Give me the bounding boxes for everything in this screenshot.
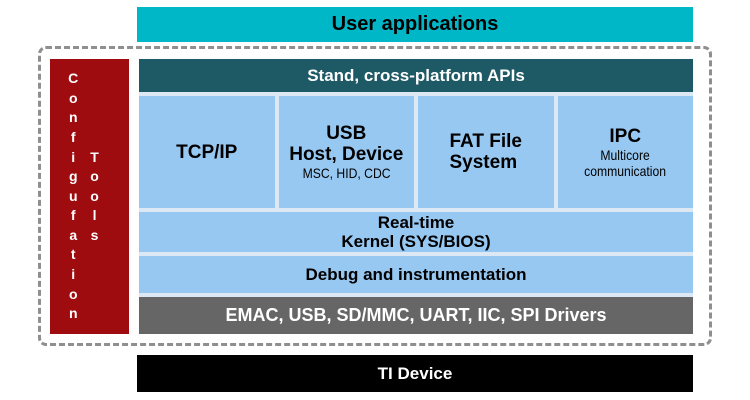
ipc-title: IPC: [609, 125, 642, 147]
ti-device-bar: TI Device: [137, 355, 693, 392]
fat-title-line1: FAT File: [449, 131, 522, 152]
ipc-detail-block: Multicore communication: [584, 147, 666, 179]
middleware-box-ipc: IPC Multicore communication: [557, 96, 693, 208]
apis-bar-label: Stand, cross-platform APIs: [307, 65, 525, 85]
user-applications-bar: User applications: [137, 7, 693, 42]
tcpip-label: TCP/IP: [176, 141, 238, 163]
usb-detail: MSC, HID, CDC: [302, 165, 391, 181]
ipc-detail-line1: Multicore: [600, 146, 650, 163]
user-applications-label: User applications: [331, 13, 499, 35]
fat-label-block: FAT File System: [450, 131, 522, 173]
debug-bar: Debug and instrumentation: [139, 256, 693, 293]
sdk-dashed-frame: [38, 46, 712, 346]
kernel-bar: Real-time Kernel (SYS/BIOS): [139, 212, 693, 252]
software-stack: Stand, cross-platform APIs TCP/IP USB Ho…: [139, 59, 693, 334]
apis-bar: Stand, cross-platform APIs: [139, 59, 693, 92]
fat-title-line2: System: [449, 152, 518, 173]
kernel-line2: Kernel (SYS/BIOS): [341, 232, 491, 251]
ti-device-label: TI Device: [377, 363, 453, 383]
middleware-box-fat: FAT File System: [418, 96, 554, 208]
debug-label: Debug and instrumentation: [305, 264, 527, 284]
usb-subtitle: Host, Device: [289, 144, 404, 165]
middleware-box-tcpip: TCP/IP: [139, 96, 275, 208]
drivers-label: EMAC, USB, SD/MMC, UART, IIC, SPI Driver…: [225, 305, 607, 325]
middleware-row: TCP/IP USB Host, Device MSC, HID, CDC FA…: [139, 96, 693, 208]
drivers-bar: EMAC, USB, SD/MMC, UART, IIC, SPI Driver…: [139, 297, 693, 334]
kernel-line1: Real-time: [377, 213, 455, 232]
configuration-vertical-label: C o n f i g u f a t i o n: [68, 70, 79, 322]
usb-title: USB: [326, 123, 367, 144]
middleware-box-usb: USB Host, Device MSC, HID, CDC: [278, 96, 414, 208]
configuration-tools-bar: C o n f i g u f a t i o n T o o l s: [50, 59, 129, 334]
ipc-detail-line2: communication: [584, 162, 667, 179]
tools-vertical-label: T o o l s: [90, 148, 99, 243]
